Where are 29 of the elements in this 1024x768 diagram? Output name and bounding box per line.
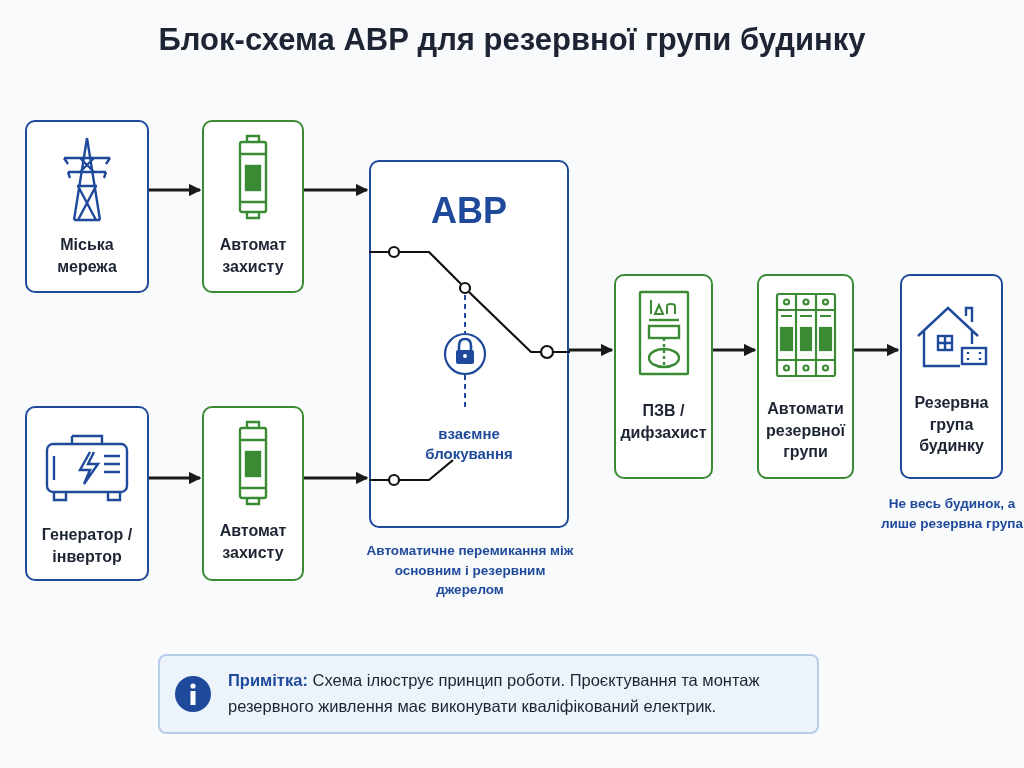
node-caption: Не весь будинок, а лише резервна група <box>880 495 1024 533</box>
node-label: Генератор / інвертор <box>40 525 134 567</box>
arrow <box>149 183 202 197</box>
node-label: Автомати резервної групи <box>765 399 847 463</box>
node-label: Резервна група будинку <box>913 393 990 457</box>
process-box <box>614 274 713 479</box>
arrow <box>149 471 202 485</box>
process-box <box>900 274 1003 479</box>
arrow <box>304 183 369 197</box>
arrow <box>713 343 757 357</box>
node-label: Міська мережа <box>56 235 118 277</box>
process-box <box>757 274 854 479</box>
interlock-label: взаємне блокування <box>424 424 514 465</box>
process-box <box>202 406 304 581</box>
transfer-switch-box <box>369 160 569 528</box>
node-label: ПЗВ / дифзахист <box>619 401 708 443</box>
node-label: Автомат захисту <box>218 235 288 277</box>
process-box <box>25 120 149 293</box>
process-box <box>25 406 149 581</box>
note-panel <box>158 654 819 734</box>
node-caption: Автоматичне перемикання між основним і резервним джерелом <box>365 542 575 600</box>
arrow <box>854 343 900 357</box>
process-box <box>202 120 304 293</box>
node-label: Автомат захисту <box>218 521 288 563</box>
note-text: Примітка: Схема ілюструє принцип роботи. Проєктування та монтаж резервного живлення має виконувати кваліфікований електрик. <box>228 670 761 717</box>
arrow <box>569 343 614 357</box>
box-title: АВР <box>430 190 508 232</box>
diagram-title: Блок-схема АВР для резервної групи будинку <box>157 22 867 58</box>
arrow <box>304 471 369 485</box>
